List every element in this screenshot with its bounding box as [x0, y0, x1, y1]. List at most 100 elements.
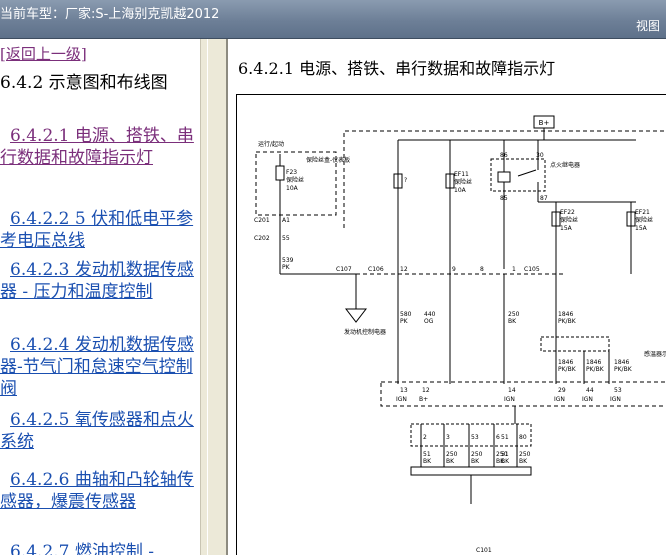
ecm-ign-3: IGN	[554, 396, 565, 403]
nav-pane: [返回上一级] 6.4.2 示意图和布线图 6.4.2.1 电源、搭铁、串行数据…	[0, 39, 200, 555]
gnd-pin-3: 53	[471, 434, 479, 441]
ecm-bplus: B+	[419, 396, 428, 403]
gnd-wire-1: 51	[423, 451, 431, 458]
w580-color: PK	[400, 318, 409, 325]
w250-color: BK	[508, 318, 517, 325]
gnd-color-4: BK	[496, 458, 505, 465]
pane-splitter[interactable]	[200, 39, 228, 555]
run-start-block	[255, 151, 337, 216]
ecm-pin-12: 12	[422, 387, 430, 394]
ecm-ign-1: IGN	[396, 396, 407, 403]
gnd-pin-1: 2	[423, 434, 427, 441]
ef21-label: EF21	[635, 209, 650, 216]
a1-label: A1	[282, 217, 290, 224]
fuse-ef21	[626, 211, 636, 227]
view-menu-label[interactable]: 视图	[635, 19, 660, 33]
conn-pin-12: 12	[400, 266, 408, 273]
relay-box	[490, 158, 546, 192]
relay-pin-30: 30	[536, 152, 544, 159]
gnd-wire-4: 250	[496, 451, 508, 458]
ecm-pin-29: 29	[558, 387, 566, 394]
gnd-wire-3: 250	[471, 451, 483, 458]
relay-pin-86: 86	[500, 152, 508, 159]
fuse-ef11	[445, 173, 455, 189]
ecm-pin-53: 53	[614, 387, 622, 394]
ecm-pin-44: 44	[586, 387, 594, 394]
gnd-pin-5: 51	[501, 434, 509, 441]
ef11-label: EF11	[454, 171, 469, 178]
window-titlebar: 当前车型：厂家:S-上海别克凯越2012 视图	[0, 0, 666, 39]
c201-label: C201	[254, 217, 270, 224]
ecm-pin-14: 14	[508, 387, 516, 394]
diagram-frame	[236, 94, 666, 555]
window-title: 当前车型：厂家:S-上海别克凯越2012	[0, 7, 220, 22]
ef11-amp-label: 10A	[454, 187, 467, 194]
nav-link-2[interactable]: 6.4.2.2 5 伏和低电平参考电压总线	[0, 209, 194, 251]
f23-fuse-label: 保险丝	[286, 176, 304, 184]
w1846-b-label: 1846	[558, 359, 573, 366]
p55-label: 55	[282, 235, 290, 242]
c107-label: C107	[336, 266, 352, 273]
w1846-b-color: PK/BK	[558, 366, 577, 373]
ecm-box	[380, 381, 666, 407]
content-pane: 6.4.2.1 电源、搭铁、串行数据和故障指示灯	[228, 39, 666, 555]
w1846-d-label: 1846	[614, 359, 629, 366]
gnd-color-1: BK	[423, 458, 432, 465]
ecm-ign-4: IGN	[582, 396, 593, 403]
w1846-c-label: 1846	[586, 359, 601, 366]
fuse-box-outline	[343, 130, 666, 228]
fuse-unknown	[393, 173, 403, 189]
gnd-color-6: BK	[519, 458, 528, 465]
gnd-color-3: BK	[471, 458, 480, 465]
ef22-label: EF22	[560, 209, 575, 216]
fuse-f23	[275, 165, 285, 181]
w440-color: OG	[424, 318, 434, 325]
relay-label: 点火继电器	[550, 161, 580, 169]
back-link[interactable]: [返回上一级]	[0, 45, 87, 63]
conn-pin-8: 8	[480, 266, 484, 273]
fuse-ef22	[551, 211, 561, 227]
gnd-wire-6: 250	[519, 451, 531, 458]
ef22-amp-label: 15A	[560, 225, 573, 232]
ecm-ign-5: IGN	[610, 396, 621, 403]
w1846-color: PK/BK	[558, 318, 577, 325]
w580-label: 580	[400, 311, 412, 318]
c105-label: C105	[524, 266, 540, 273]
ground-bus	[410, 466, 532, 476]
run-start-label: 运行/起动	[258, 140, 284, 148]
nav-link-6[interactable]: 6.4.2.6 曲轴和凸轮轴传感器，爆震传感器	[0, 470, 194, 512]
nav-link-5[interactable]: 6.4.2.5 氧传感器和点火系统	[0, 410, 194, 452]
gnd-pin-2: 3	[446, 434, 450, 441]
ecm-ign-2: IGN	[504, 396, 515, 403]
ef11-fuse-label: 保险丝	[454, 178, 472, 186]
nav-link-4[interactable]: 6.4.2.4 发动机数据传感器-节气门和怠速空气控制阀	[0, 335, 194, 399]
nav-link-3[interactable]: 6.4.2.3 发动机数据传感器 - 压力和温度控制	[0, 260, 194, 302]
gnd-color-5: BK	[501, 458, 510, 465]
gnd-wire-5: 51	[501, 451, 509, 458]
section-title: 6.4.2 示意图和布线图	[0, 73, 168, 93]
relay-pin-85: 85	[500, 195, 508, 202]
right-cut-label: 感温器示	[644, 350, 666, 358]
ecm-relay-label: 发动机控制电器	[344, 328, 386, 336]
conn-pin-1: 1	[512, 266, 516, 273]
pk-label: PK	[282, 264, 291, 271]
gnd-pin-4: 6	[496, 434, 500, 441]
gnd-pin-6: 80	[519, 434, 527, 441]
nav-link-7[interactable]: 6.4.2.7 燃油控制 -	[10, 542, 155, 555]
relay-pin-87: 87	[540, 195, 548, 202]
gnd-wire-2: 250	[446, 451, 458, 458]
c202-label: C202	[254, 235, 270, 242]
relay-coil	[497, 171, 511, 183]
c101-label: C101	[476, 547, 492, 554]
splice-pack	[540, 336, 610, 352]
ecm-pin-13: 13	[400, 387, 408, 394]
page-title: 6.4.2.1 电源、搭铁、串行数据和故障指示灯	[238, 59, 556, 78]
w440-label: 440	[424, 311, 436, 318]
bplus-label: B+	[539, 119, 550, 127]
w1846-label: 1846	[558, 311, 573, 318]
gnd-color-2: BK	[446, 458, 455, 465]
conn-pin-9: 9	[452, 266, 456, 273]
nav-link-1[interactable]: 6.4.2.1 电源、搭铁、串行数据和故障指示灯	[0, 126, 194, 168]
ef22-fuse-label: 保险丝	[560, 216, 578, 224]
q-label: ?	[404, 177, 407, 184]
